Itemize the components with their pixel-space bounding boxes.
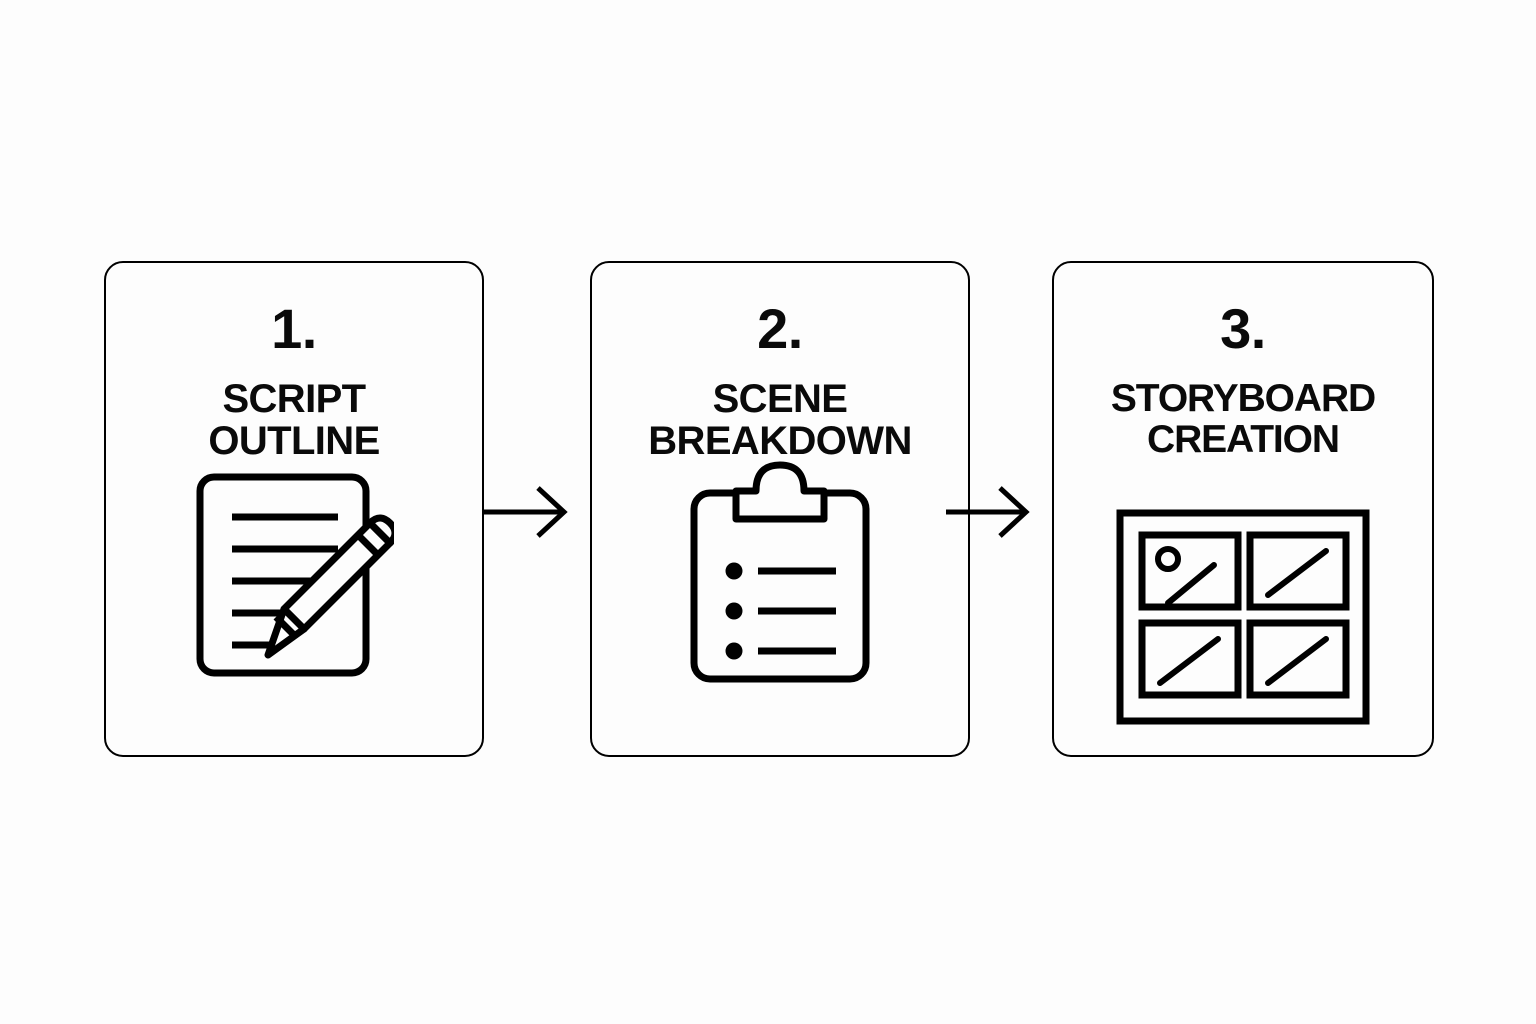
arrow-right-icon xyxy=(946,486,1030,538)
step-number-1: 1. xyxy=(271,297,317,360)
document-with-pencil-icon xyxy=(196,473,394,677)
clipboard-checklist-icon xyxy=(690,461,870,683)
step-number-2: 2. xyxy=(757,297,803,360)
storyboard-grid-icon xyxy=(1116,509,1370,725)
storyboard-panel-top-right xyxy=(1246,531,1350,611)
step-number-3: 3. xyxy=(1220,297,1266,360)
arrow-step-2-to-step-3 xyxy=(946,484,1032,540)
process-step-card-1[interactable]: 1. SCRIPT OUTLINE xyxy=(104,261,484,757)
storyboard-panel-top-left xyxy=(1138,531,1242,611)
step-icon-2-container xyxy=(592,459,968,685)
step-title-2: SCENE BREAKDOWN xyxy=(648,377,912,463)
step-icon-1-container xyxy=(106,469,482,681)
step-icon-3-container xyxy=(1054,509,1432,725)
storyboard-panel-bottom-right xyxy=(1246,619,1350,699)
storyboard-panel-bottom-left xyxy=(1138,619,1242,699)
step-title-1: SCRIPT OUTLINE xyxy=(208,377,380,463)
process-step-card-3[interactable]: 3. STORYBOARD CREATION xyxy=(1052,261,1434,757)
arrow-step-1-to-step-2 xyxy=(484,484,570,540)
process-step-card-2[interactable]: 2. SCENE BREAKDOWN xyxy=(590,261,970,757)
step-title-3: STORYBOARD CREATION xyxy=(1110,377,1376,461)
arrow-right-icon xyxy=(484,486,568,538)
